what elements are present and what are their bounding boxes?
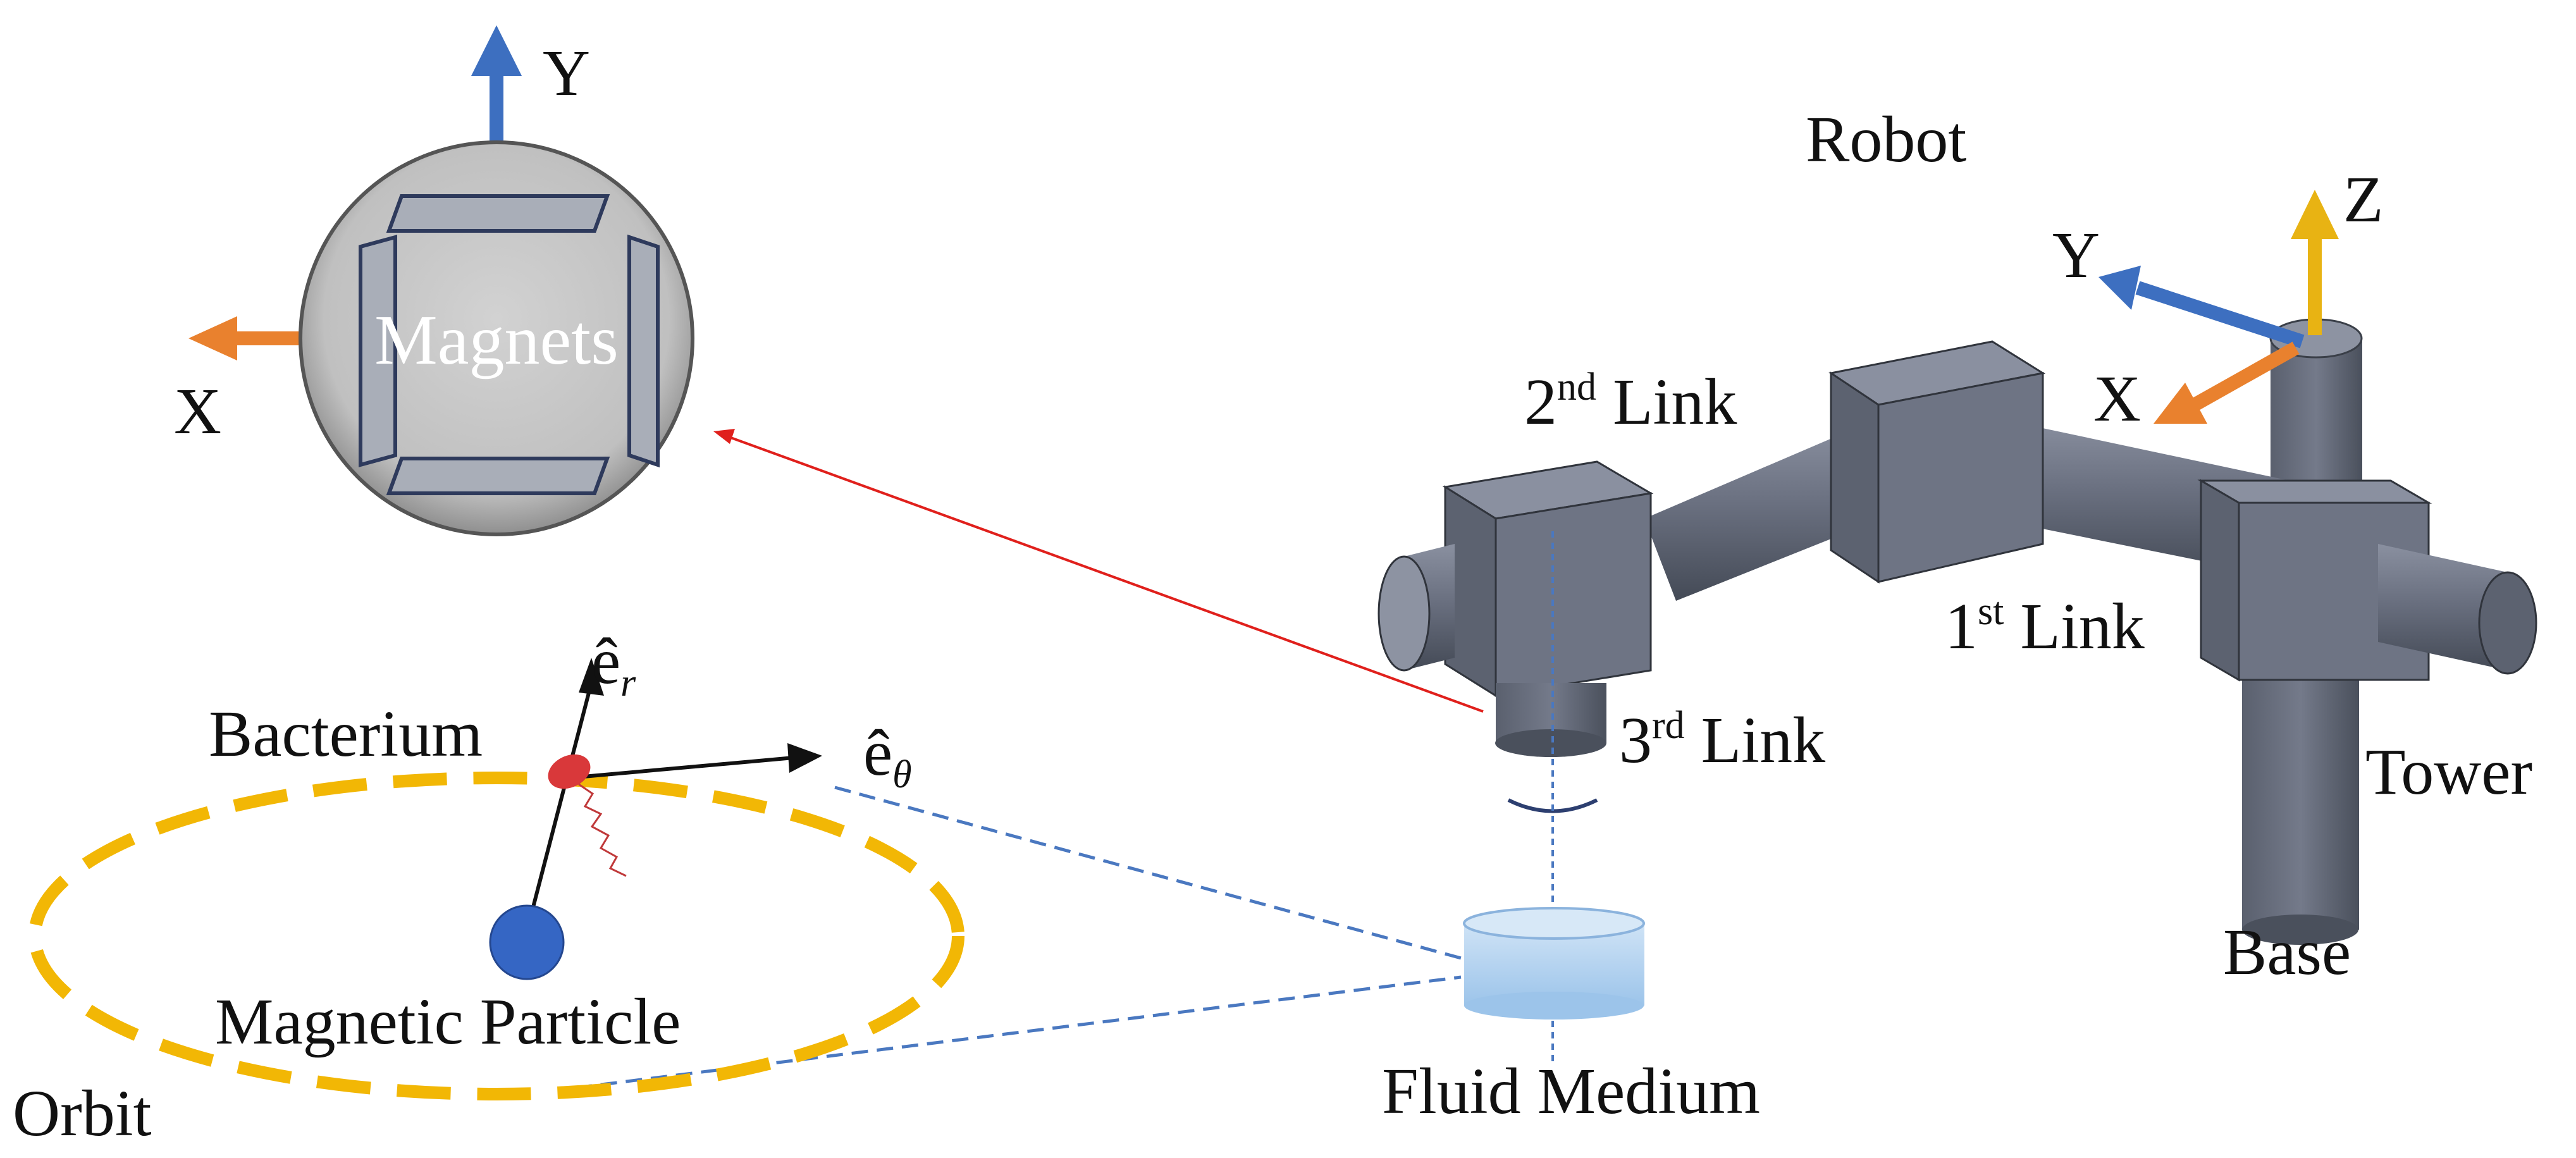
link1-label: 1st Link	[1945, 590, 2145, 663]
left-stub-end	[1377, 555, 1431, 672]
radial-vector-line	[526, 682, 593, 927]
link3-end-effector-tip	[1495, 729, 1606, 757]
zoom-line-top	[834, 785, 1462, 960]
robot-x-axis-shaft	[2191, 342, 2300, 411]
orbit-ellipse	[28, 772, 964, 1100]
pointer-arrow	[713, 429, 1484, 713]
bacterium-label: Bacterium	[209, 698, 483, 770]
robot-x-axis-label: X	[2093, 362, 2141, 435]
fluid-container-top	[1463, 907, 1645, 940]
magnet-assembly: Y X Magnets	[174, 25, 694, 536]
rear-stub-tube	[2378, 544, 2508, 670]
magnet-bar-left	[359, 235, 397, 467]
magnet-y-axis-label: Y	[543, 37, 590, 109]
magnet-bars	[359, 194, 660, 495]
magnet-x-axis-label: X	[174, 375, 221, 448]
robot-y-axis-shaft	[2135, 281, 2305, 348]
e-r-label: êr	[591, 625, 636, 705]
robot: Robot	[1377, 103, 2537, 989]
magnet-bar-top	[386, 194, 610, 233]
robot-base-end	[2242, 915, 2358, 945]
e-theta-label: êθ	[863, 717, 912, 796]
fluid-medium-label: Fluid Medium	[1382, 1055, 1760, 1128]
orbit-scene: êr êθ Bacterium Magnetic Particle Orbit	[13, 625, 964, 1150]
joint1-cube-left	[2200, 479, 2240, 682]
magnetic-particle	[489, 904, 565, 980]
robot-z-axis-arrowhead	[2291, 190, 2339, 239]
magnet-bar-bottom	[386, 457, 610, 495]
robot-tower-top	[2271, 338, 2362, 496]
robot-x-axis-arrowhead	[2154, 383, 2207, 424]
radial-vector-arrowhead	[579, 658, 604, 696]
rotation-arc	[1507, 798, 1598, 813]
joint1-cube-top	[2197, 479, 2432, 504]
tangential-vector-arrowhead	[787, 743, 822, 773]
joint2-cube-left	[1830, 371, 1880, 584]
rear-stub-end	[2478, 571, 2537, 675]
zoom-line-bottom	[575, 975, 1462, 1090]
joint3-cube-front	[1494, 492, 1652, 697]
orbit-label: Orbit	[13, 1077, 152, 1150]
magnet-y-axis-arrowhead	[471, 25, 522, 76]
link3-label: 3rd Link	[1619, 704, 1825, 777]
magnet-disk	[299, 140, 694, 536]
bacterium-flagellum	[578, 783, 627, 877]
robot-y-axis-arrowhead	[2098, 266, 2141, 310]
tower-label: Tower	[2365, 736, 2532, 808]
magnets-label: Magnets	[374, 301, 619, 379]
link2-label: 2nd Link	[1524, 366, 1737, 438]
robot-frame-axes: Z Y X	[2052, 163, 2384, 435]
robot-label: Robot	[1806, 103, 1966, 176]
fluid-medium: Fluid Medium	[1382, 907, 1760, 1128]
fluid-container-bottom	[1464, 992, 1644, 1019]
joint2-cube-front	[1877, 372, 2044, 583]
tangential-vector-line	[569, 756, 794, 780]
base-label: Base	[2223, 916, 2351, 989]
magnet-x-axis-arrowhead	[188, 316, 237, 360]
bacterium-body	[548, 754, 591, 789]
robot-z-axis-label: Z	[2343, 163, 2384, 236]
robot-base-column	[2242, 658, 2359, 930]
robot-y-axis-label: Y	[2052, 219, 2100, 292]
magnet-bar-right	[627, 234, 660, 468]
magnetic-particle-label: Magnetic Particle	[215, 985, 681, 1058]
